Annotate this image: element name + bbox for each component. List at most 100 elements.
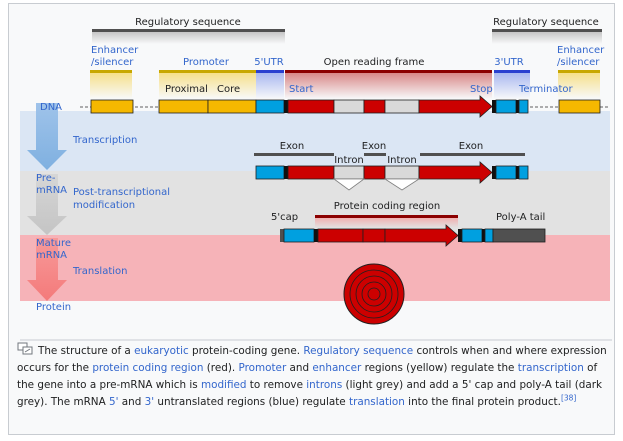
dna-utr3-b: [518, 99, 529, 114]
link-introns[interactable]: introns: [306, 379, 343, 391]
link-transcription[interactable]: transcription: [517, 362, 584, 374]
stop-label: Stop: [470, 84, 493, 95]
premrna-start-codon: [284, 166, 288, 179]
link-promoter[interactable]: Promoter: [238, 362, 287, 374]
mature-start-codon: [314, 229, 318, 242]
premrna-exon-bar-2: [364, 153, 386, 156]
transcription-band: [20, 111, 610, 171]
promoter-header: [159, 70, 256, 73]
utr5-label: 5'UTR: [254, 57, 284, 68]
mature-exon-1: [317, 228, 364, 243]
dna-proximal-promoter: [158, 99, 209, 114]
protein-coding-region-label: Protein coding region: [334, 201, 440, 212]
dna-exon-1: [287, 99, 335, 114]
caption-text-1: The structure of a: [38, 345, 135, 357]
premrna-exon-3-arrow: [418, 161, 493, 184]
caption-text-9: (light grey) and add a 5' cap and poly-A…: [17, 379, 603, 408]
mature-utr5: [283, 228, 315, 243]
magnify-icon[interactable]: [17, 342, 33, 356]
translation-arrow: [27, 238, 67, 301]
caption-text-4: (red).: [203, 362, 239, 374]
dna-intron-1: [333, 99, 365, 114]
link-modified[interactable]: modified: [200, 379, 247, 391]
utr5-header-fade: [256, 73, 284, 99]
exon-label-1: Exon: [280, 141, 304, 152]
premrna-utr3-a: [495, 165, 517, 180]
caption-text-3: controls when and where expression occur…: [17, 345, 607, 374]
premrna-exon-bar-3: [420, 153, 525, 156]
start-label: Start: [289, 84, 314, 95]
polya-tail-label: Poly-A tail: [496, 212, 545, 223]
modification-arrow: [27, 174, 67, 235]
link-enhancer[interactable]: enhancer: [312, 362, 362, 374]
splice-wedge-1: [332, 178, 366, 191]
orf-label: Open reading frame: [324, 57, 425, 68]
translation-band: [20, 235, 610, 301]
dna-utr3-a: [495, 99, 517, 114]
regulatory-sequence-label-right: Regulatory sequence: [493, 17, 599, 28]
premrna-terminator: [516, 166, 519, 179]
enhancer-label-left-line2: /silencer: [91, 57, 134, 68]
orf-header-fade: [285, 73, 492, 99]
mature-exon-3-arrow: [384, 224, 459, 247]
terminator-label: Terminator: [518, 84, 574, 95]
link-eukaryotic[interactable]: eukaryotic: [134, 345, 189, 357]
stage-protein-label: Protein: [36, 302, 71, 313]
intron-label-1: Intron: [334, 155, 364, 166]
utr3-header-fade: [494, 73, 530, 99]
five-prime-cap-label: 5'cap: [271, 212, 298, 223]
premrna-intron-1: [333, 165, 365, 180]
utr3-label: 3'UTR: [494, 57, 524, 68]
regulatory-fade-left: [92, 32, 285, 44]
caption-text-10: and: [118, 396, 145, 408]
premrna-utr3-b: [518, 165, 529, 180]
caption-text-7: of the gene into a pre-mRNA which is: [17, 362, 598, 391]
post-transcriptional-label-line2: modification: [73, 200, 135, 211]
transcription-label: Transcription: [72, 135, 137, 146]
premrna-exon-bar-1: [254, 153, 334, 156]
dna-core-promoter: [207, 99, 257, 114]
intron-label-2: Intron: [387, 155, 417, 166]
reference-38[interactable]: [38]: [560, 393, 577, 403]
link-regulatory-sequence[interactable]: Regulatory sequence: [303, 345, 414, 357]
coding-region-fade: [315, 218, 458, 228]
premrna-stop-codon: [492, 166, 496, 179]
mature-exon-2: [362, 228, 386, 243]
promoter-header-fade: [159, 73, 256, 99]
link-three-prime[interactable]: 3': [144, 396, 155, 408]
dna-exon-2: [363, 99, 386, 114]
enhancer-header-right: [558, 70, 600, 73]
dna-utr5: [255, 99, 285, 114]
protein-globule: [343, 263, 405, 325]
figure-caption: The structure of a eukaryotic protein-co…: [17, 342, 609, 411]
mature-utr3-b: [484, 228, 494, 243]
core-label: Core: [217, 84, 240, 95]
link-five-prime[interactable]: 5': [109, 396, 119, 408]
premrna-intron-2: [384, 165, 420, 180]
stage-mature-label-line2: mRNA: [36, 250, 67, 261]
enhancer-label-left-line1: Enhancer: [91, 45, 139, 56]
post-transcriptional-label-line1: Post-transcriptional: [73, 187, 170, 198]
link-translation[interactable]: translation: [349, 396, 405, 408]
promoter-label: Promoter: [183, 57, 230, 68]
stage-mature-label-line1: Mature: [36, 238, 71, 249]
enhancer-header-left: [90, 70, 132, 73]
regulatory-fade-right: [492, 32, 602, 44]
stage-premrna-label-line2: mRNA: [36, 185, 67, 196]
caption-text-2: protein-coding gene.: [188, 345, 304, 357]
exon-label-3: Exon: [459, 141, 483, 152]
premrna-utr5: [255, 165, 285, 180]
figure-frame: Regulatory sequence Regulatory sequence …: [8, 3, 615, 435]
dna-exon-3-arrow: [418, 95, 493, 118]
stage-dna-label: DNA: [40, 102, 62, 113]
enhancer-header-right-fade: [558, 73, 600, 99]
caption-text-12: into the final protein product.: [404, 396, 561, 408]
dna-enhancer-right: [558, 99, 601, 114]
translation-label: Translation: [72, 266, 128, 277]
link-protein-coding-region[interactable]: protein coding region: [92, 362, 204, 374]
regulatory-bar-left: [92, 29, 285, 32]
regulatory-bar-right: [492, 29, 602, 32]
utr5-header: [256, 70, 284, 73]
regulatory-sequence-label-left: Regulatory sequence: [135, 17, 241, 28]
splice-wedge-2: [383, 178, 421, 191]
